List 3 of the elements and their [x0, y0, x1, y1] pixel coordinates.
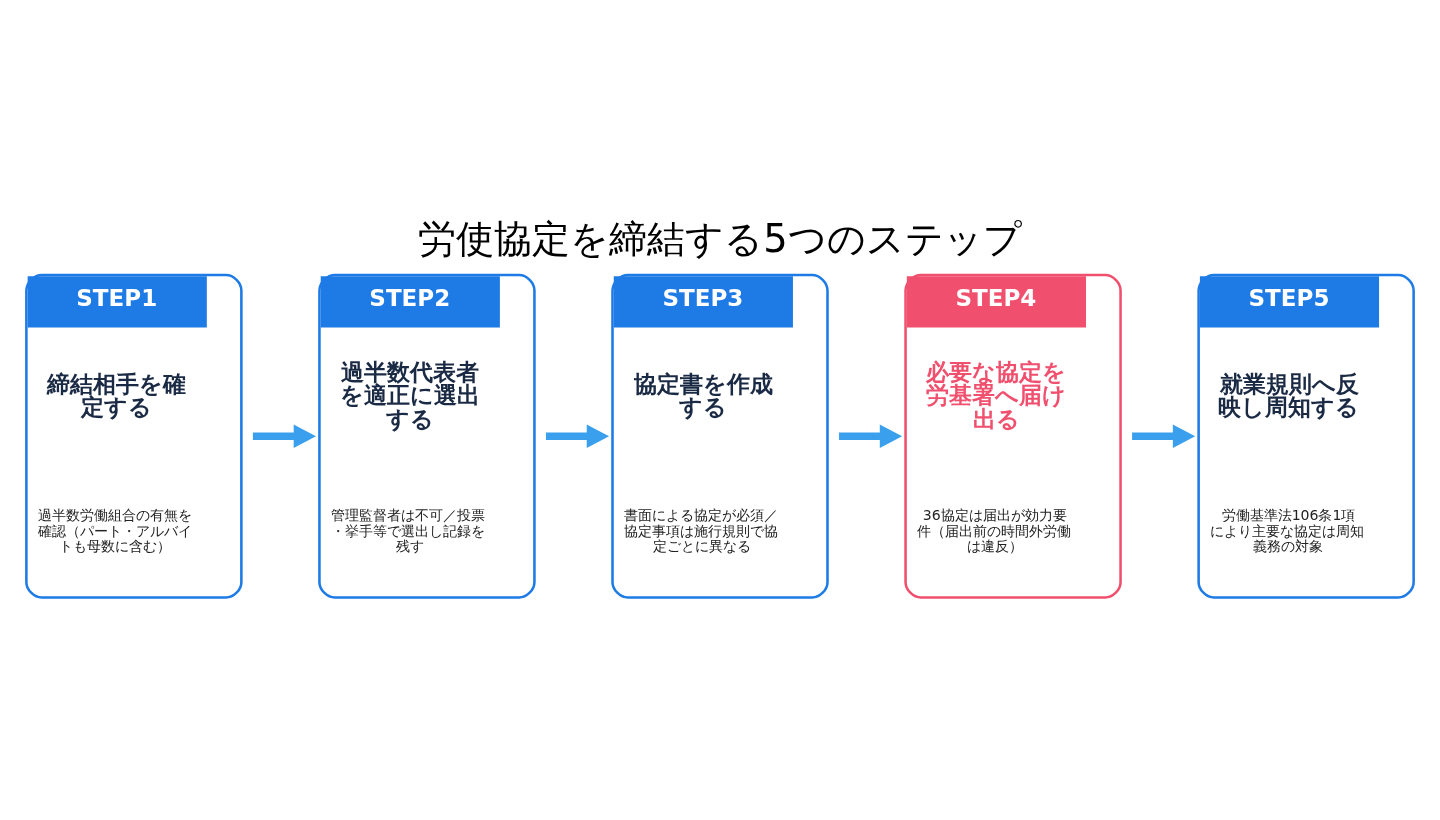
arrow [252, 424, 317, 448]
arrow [545, 424, 610, 448]
diagram-title: 労使協定を締結する5つのステップ [418, 215, 1022, 261]
